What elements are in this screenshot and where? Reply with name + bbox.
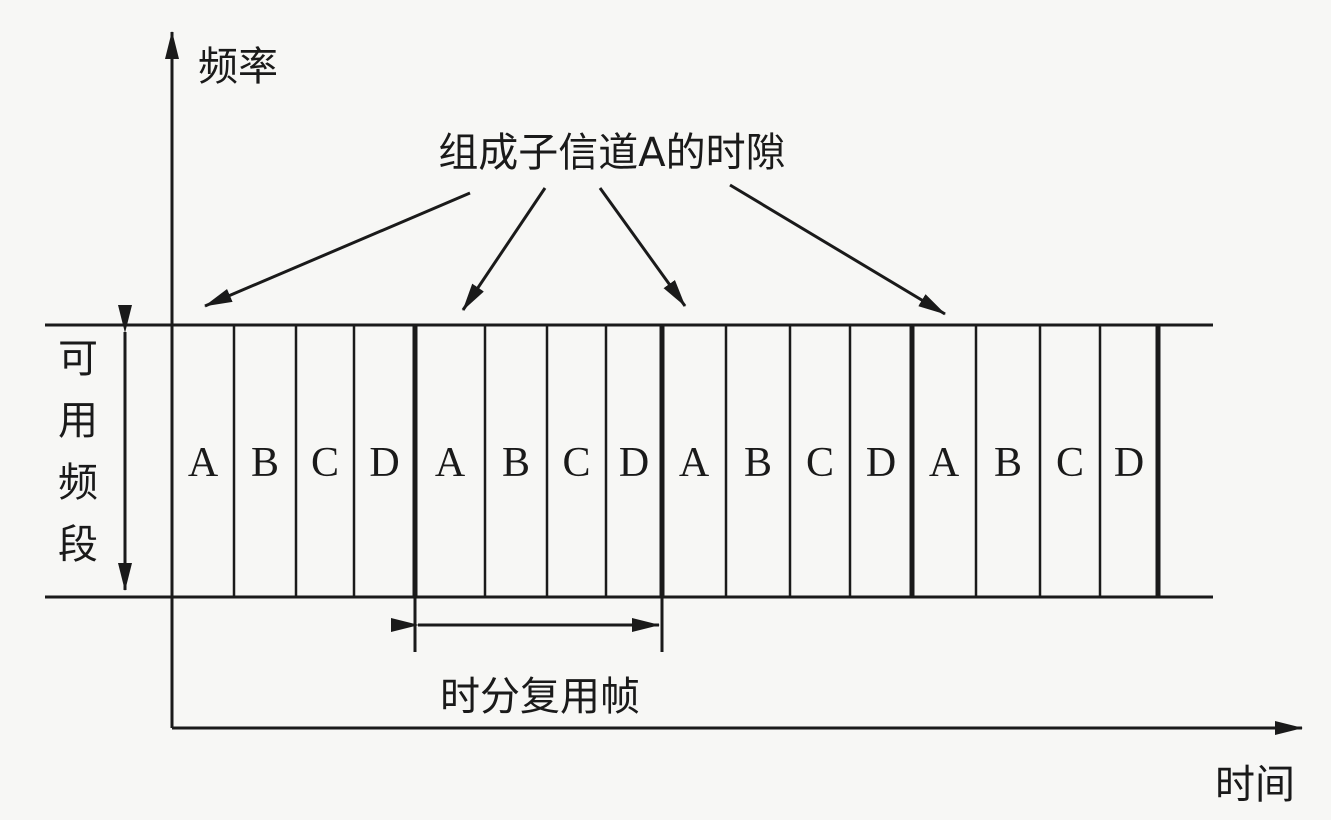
band-label: 可 用 频 段 bbox=[58, 336, 98, 568]
slot-label-d: D bbox=[1114, 440, 1144, 486]
slot-label-b: B bbox=[502, 440, 530, 486]
callout-arrow bbox=[461, 187, 547, 311]
callout-arrow bbox=[204, 191, 471, 308]
callout-arrow bbox=[598, 187, 687, 307]
slot-label-b: B bbox=[994, 440, 1022, 486]
frame-label: 时分复用帧 bbox=[440, 674, 640, 720]
slot-label-c: C bbox=[562, 440, 590, 486]
band-label-char: 段 bbox=[58, 522, 98, 568]
slot-label-d: D bbox=[866, 440, 896, 486]
band-label-char: 频 bbox=[58, 460, 98, 506]
slot-label-a: A bbox=[435, 440, 466, 486]
band-label-char: 用 bbox=[58, 398, 98, 444]
y-axis-label: 频率 bbox=[198, 44, 278, 90]
slot-label-a: A bbox=[929, 440, 960, 486]
slot-label-a: A bbox=[679, 440, 710, 486]
slot-label-c: C bbox=[806, 440, 834, 486]
x-axis-label: 时间 bbox=[1215, 762, 1295, 808]
slot-label-c: C bbox=[311, 440, 339, 486]
slot-label-d: D bbox=[369, 440, 399, 486]
slot-label-d: D bbox=[619, 440, 649, 486]
callout-arrow bbox=[729, 183, 946, 316]
slot-label-b: B bbox=[251, 440, 279, 486]
slot-label-c: C bbox=[1056, 440, 1084, 486]
callout-label: 组成子信道A的时隙 bbox=[438, 130, 785, 176]
band-label-char: 可 bbox=[58, 336, 98, 382]
slot-label-b: B bbox=[744, 440, 772, 486]
slot-label-a: A bbox=[188, 440, 219, 486]
